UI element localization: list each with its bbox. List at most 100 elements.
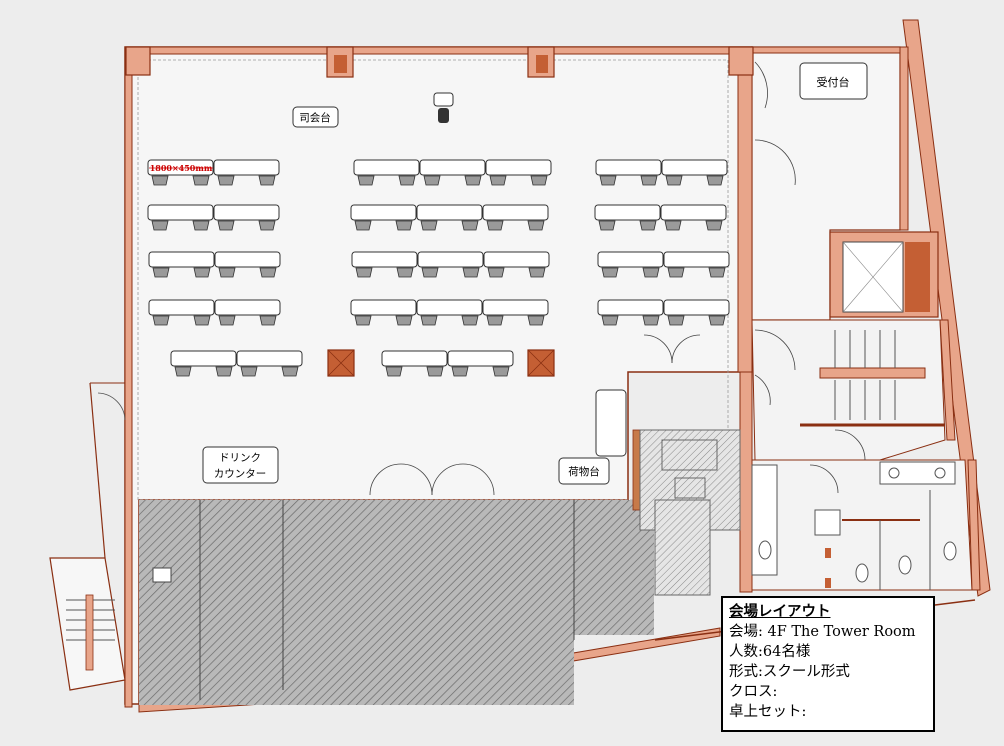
chair xyxy=(599,175,617,186)
table xyxy=(419,159,486,176)
chair xyxy=(462,267,480,278)
right-stair-elevator xyxy=(800,231,945,427)
chair xyxy=(152,315,170,326)
restrooms xyxy=(751,461,957,590)
chair xyxy=(218,315,236,326)
chair xyxy=(461,220,479,231)
chair xyxy=(151,175,169,186)
chair xyxy=(192,175,210,186)
table xyxy=(660,204,727,221)
chair xyxy=(528,267,546,278)
drink-counter xyxy=(202,446,279,484)
table xyxy=(170,350,237,367)
luggage-desk xyxy=(558,457,610,485)
chair xyxy=(664,220,682,231)
table xyxy=(595,159,662,176)
table xyxy=(148,251,215,268)
luggage-table xyxy=(595,389,627,457)
drink-label-1: ドリンク xyxy=(219,452,261,464)
chair xyxy=(151,220,169,231)
chair xyxy=(193,267,211,278)
chair xyxy=(420,315,438,326)
table xyxy=(447,350,514,367)
table xyxy=(417,251,484,268)
table xyxy=(663,299,730,316)
chair xyxy=(492,366,510,377)
reception-label: 受付台 xyxy=(817,75,850,89)
table xyxy=(350,299,417,316)
chair xyxy=(461,315,479,326)
chair xyxy=(385,366,403,377)
table xyxy=(416,299,483,316)
luggage-label: 荷物台 xyxy=(568,465,600,478)
drink-label-2: カウンター xyxy=(214,468,267,480)
chair xyxy=(174,366,192,377)
chair xyxy=(395,220,413,231)
chair xyxy=(642,315,660,326)
chair xyxy=(598,220,616,231)
chair xyxy=(217,175,235,186)
chair xyxy=(601,315,619,326)
chair xyxy=(601,267,619,278)
table xyxy=(236,350,303,367)
chair xyxy=(423,175,441,186)
table xyxy=(147,204,214,221)
chair xyxy=(527,220,545,231)
chair xyxy=(639,220,657,231)
left-staircase xyxy=(49,382,126,691)
info-style: 形式:スクール形式 xyxy=(729,664,850,680)
chair xyxy=(258,175,276,186)
columns xyxy=(125,46,754,377)
emcee-label: 司会台 xyxy=(299,111,331,124)
info-cloth: クロス: xyxy=(729,684,778,700)
doors xyxy=(369,61,866,496)
table xyxy=(663,251,730,268)
chair xyxy=(354,220,372,231)
table xyxy=(597,299,664,316)
chair xyxy=(420,220,438,231)
chair xyxy=(464,175,482,186)
info-people: 人数:64名様 xyxy=(729,644,811,660)
chair xyxy=(421,267,439,278)
table xyxy=(350,204,417,221)
table xyxy=(661,159,728,176)
table xyxy=(482,204,549,221)
table xyxy=(416,204,483,221)
chair xyxy=(487,267,505,278)
chair xyxy=(451,366,469,377)
chair xyxy=(530,175,548,186)
back-service-area xyxy=(639,429,741,596)
chair xyxy=(240,366,258,377)
chair xyxy=(355,267,373,278)
chair xyxy=(192,220,210,231)
table xyxy=(483,251,550,268)
reception-desk xyxy=(799,62,868,100)
info-venue: 会場: 4F The Tower Room xyxy=(729,624,916,640)
chair xyxy=(193,315,211,326)
chair xyxy=(152,267,170,278)
table xyxy=(351,251,418,268)
school-tables xyxy=(147,159,730,377)
chair xyxy=(486,315,504,326)
chair xyxy=(217,220,235,231)
table xyxy=(594,204,661,221)
chair xyxy=(708,267,726,278)
chair xyxy=(667,267,685,278)
chair xyxy=(642,267,660,278)
chair xyxy=(258,220,276,231)
table xyxy=(597,251,664,268)
chair xyxy=(357,175,375,186)
chair xyxy=(354,315,372,326)
table xyxy=(214,299,281,316)
chair xyxy=(396,267,414,278)
chair xyxy=(527,315,545,326)
table xyxy=(482,299,549,316)
table xyxy=(213,204,280,221)
chair xyxy=(705,220,723,231)
info-title: 会場レイアウト xyxy=(729,603,831,620)
chair xyxy=(706,175,724,186)
chair xyxy=(215,366,233,377)
chair xyxy=(489,175,507,186)
chair xyxy=(281,366,299,377)
